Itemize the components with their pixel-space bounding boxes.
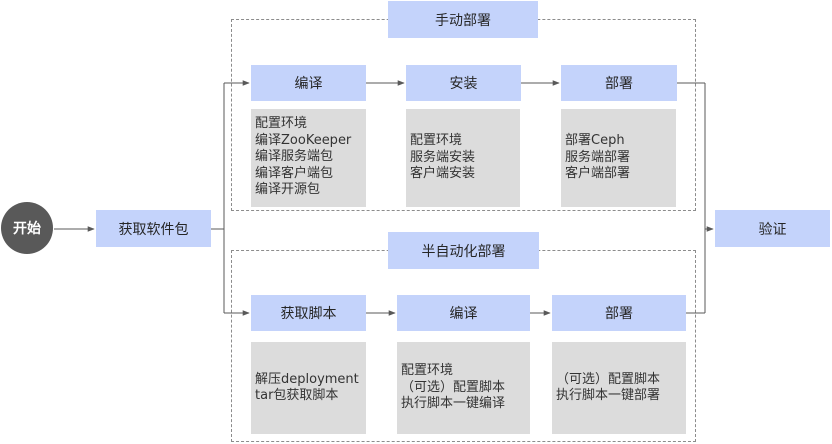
manual-compile-node: 编译	[251, 65, 366, 101]
detail-line: 配置环境	[401, 363, 454, 379]
semi-compile-node: 编译	[397, 295, 530, 331]
semi-deploy-details: （可选）配置脚本 执行脚本一键部署	[552, 342, 686, 434]
detail-line: （可选）配置脚本	[401, 379, 506, 395]
semi-get-script-node: 获取脚本	[251, 295, 366, 331]
detail-line: 解压deployment	[255, 371, 359, 387]
semi-compile-details: 配置环境 （可选）配置脚本 执行脚本一键编译	[397, 342, 530, 434]
manual-deploy-node: 部署	[561, 65, 677, 101]
detail-line: 编译开源包	[255, 182, 321, 197]
detail-line: 配置环境	[410, 133, 463, 149]
manual-install-details: 配置环境 服务端安装 客户端安装	[406, 109, 520, 207]
detail-line: 服务端部署	[565, 149, 631, 165]
semi-deploy-node: 部署	[552, 295, 686, 331]
manual-install-node: 安装	[406, 65, 521, 101]
manual-deploy-details: 部署Ceph 服务端部署 客户端部署	[561, 109, 676, 207]
detail-line: 部署Ceph	[565, 133, 625, 149]
detail-line: 客户端安装	[410, 166, 476, 182]
detail-line: 编译服务端包	[255, 149, 334, 164]
manual-compile-details: 配置环境 编译ZooKeeper 编译服务端包 编译客户端包 编译开源包	[251, 109, 366, 207]
manual-deploy-title: 手动部署	[388, 1, 538, 38]
semi-get-script-details: 解压deployment tar包获取脚本	[251, 342, 366, 434]
detail-line: 配置环境	[255, 116, 308, 131]
detail-line: 客户端部署	[565, 166, 631, 182]
semi-auto-deploy-title: 半自动化部署	[388, 232, 539, 269]
detail-line: tar包获取脚本	[255, 388, 339, 403]
detail-line: 服务端安装	[410, 149, 476, 165]
detail-line: 编译ZooKeeper	[255, 132, 352, 148]
get-package-node: 获取软件包	[96, 210, 211, 247]
detail-line: 执行脚本一键部署	[556, 388, 661, 403]
detail-line: （可选）配置脚本	[556, 371, 661, 387]
detail-line: 编译客户端包	[255, 165, 334, 181]
detail-line: 执行脚本一键编译	[401, 396, 506, 412]
start-node: 开始	[1, 202, 53, 254]
verify-node: 验证	[715, 210, 830, 247]
